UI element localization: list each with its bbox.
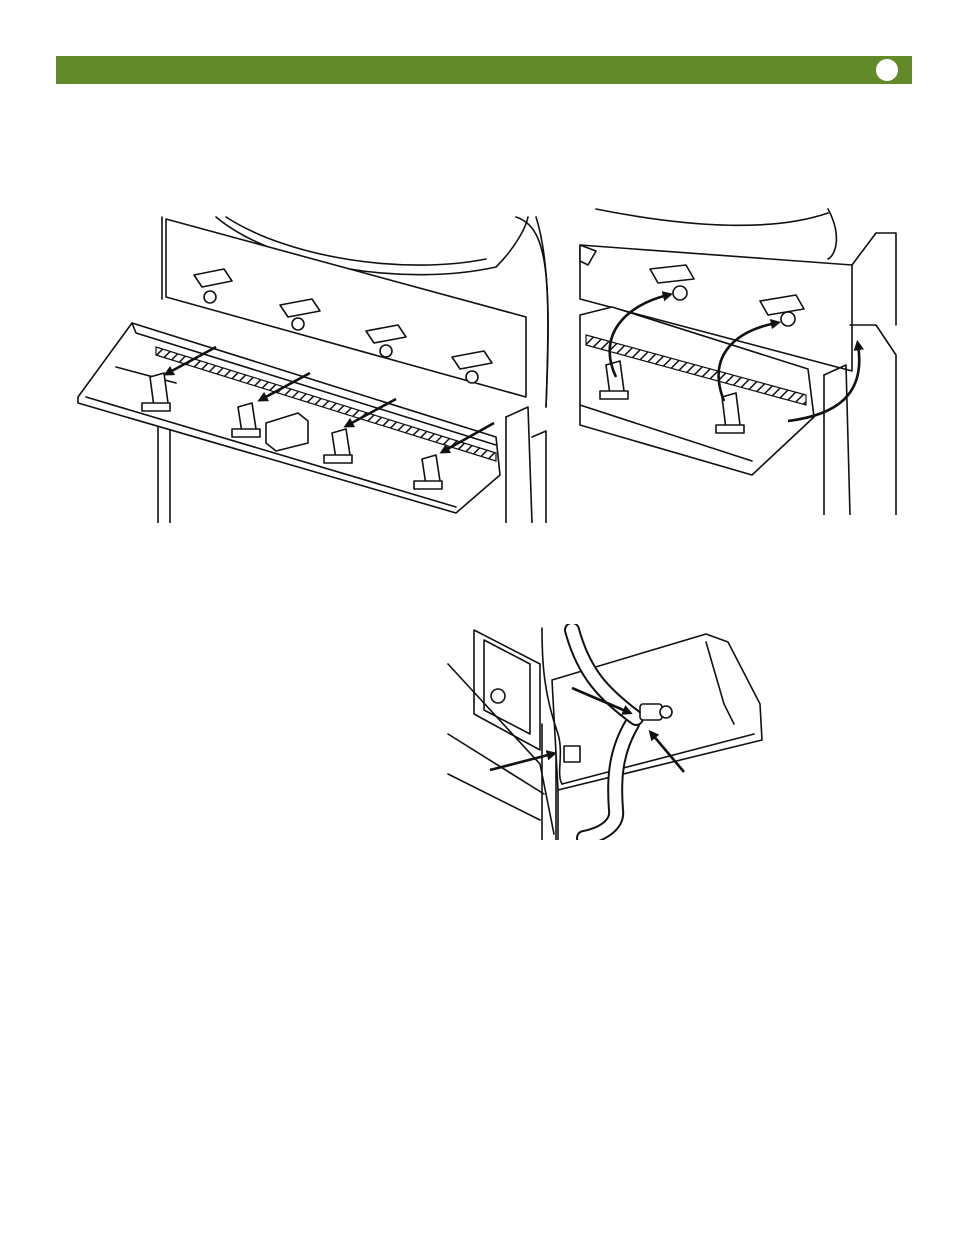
gas-hose-connection-illustration [444, 624, 774, 840]
burner-valve-removal-illustration [76, 207, 552, 523]
page-marker-circle [876, 59, 898, 81]
section-header-bar [56, 56, 912, 84]
burner-reinstall-illustration [576, 205, 900, 515]
